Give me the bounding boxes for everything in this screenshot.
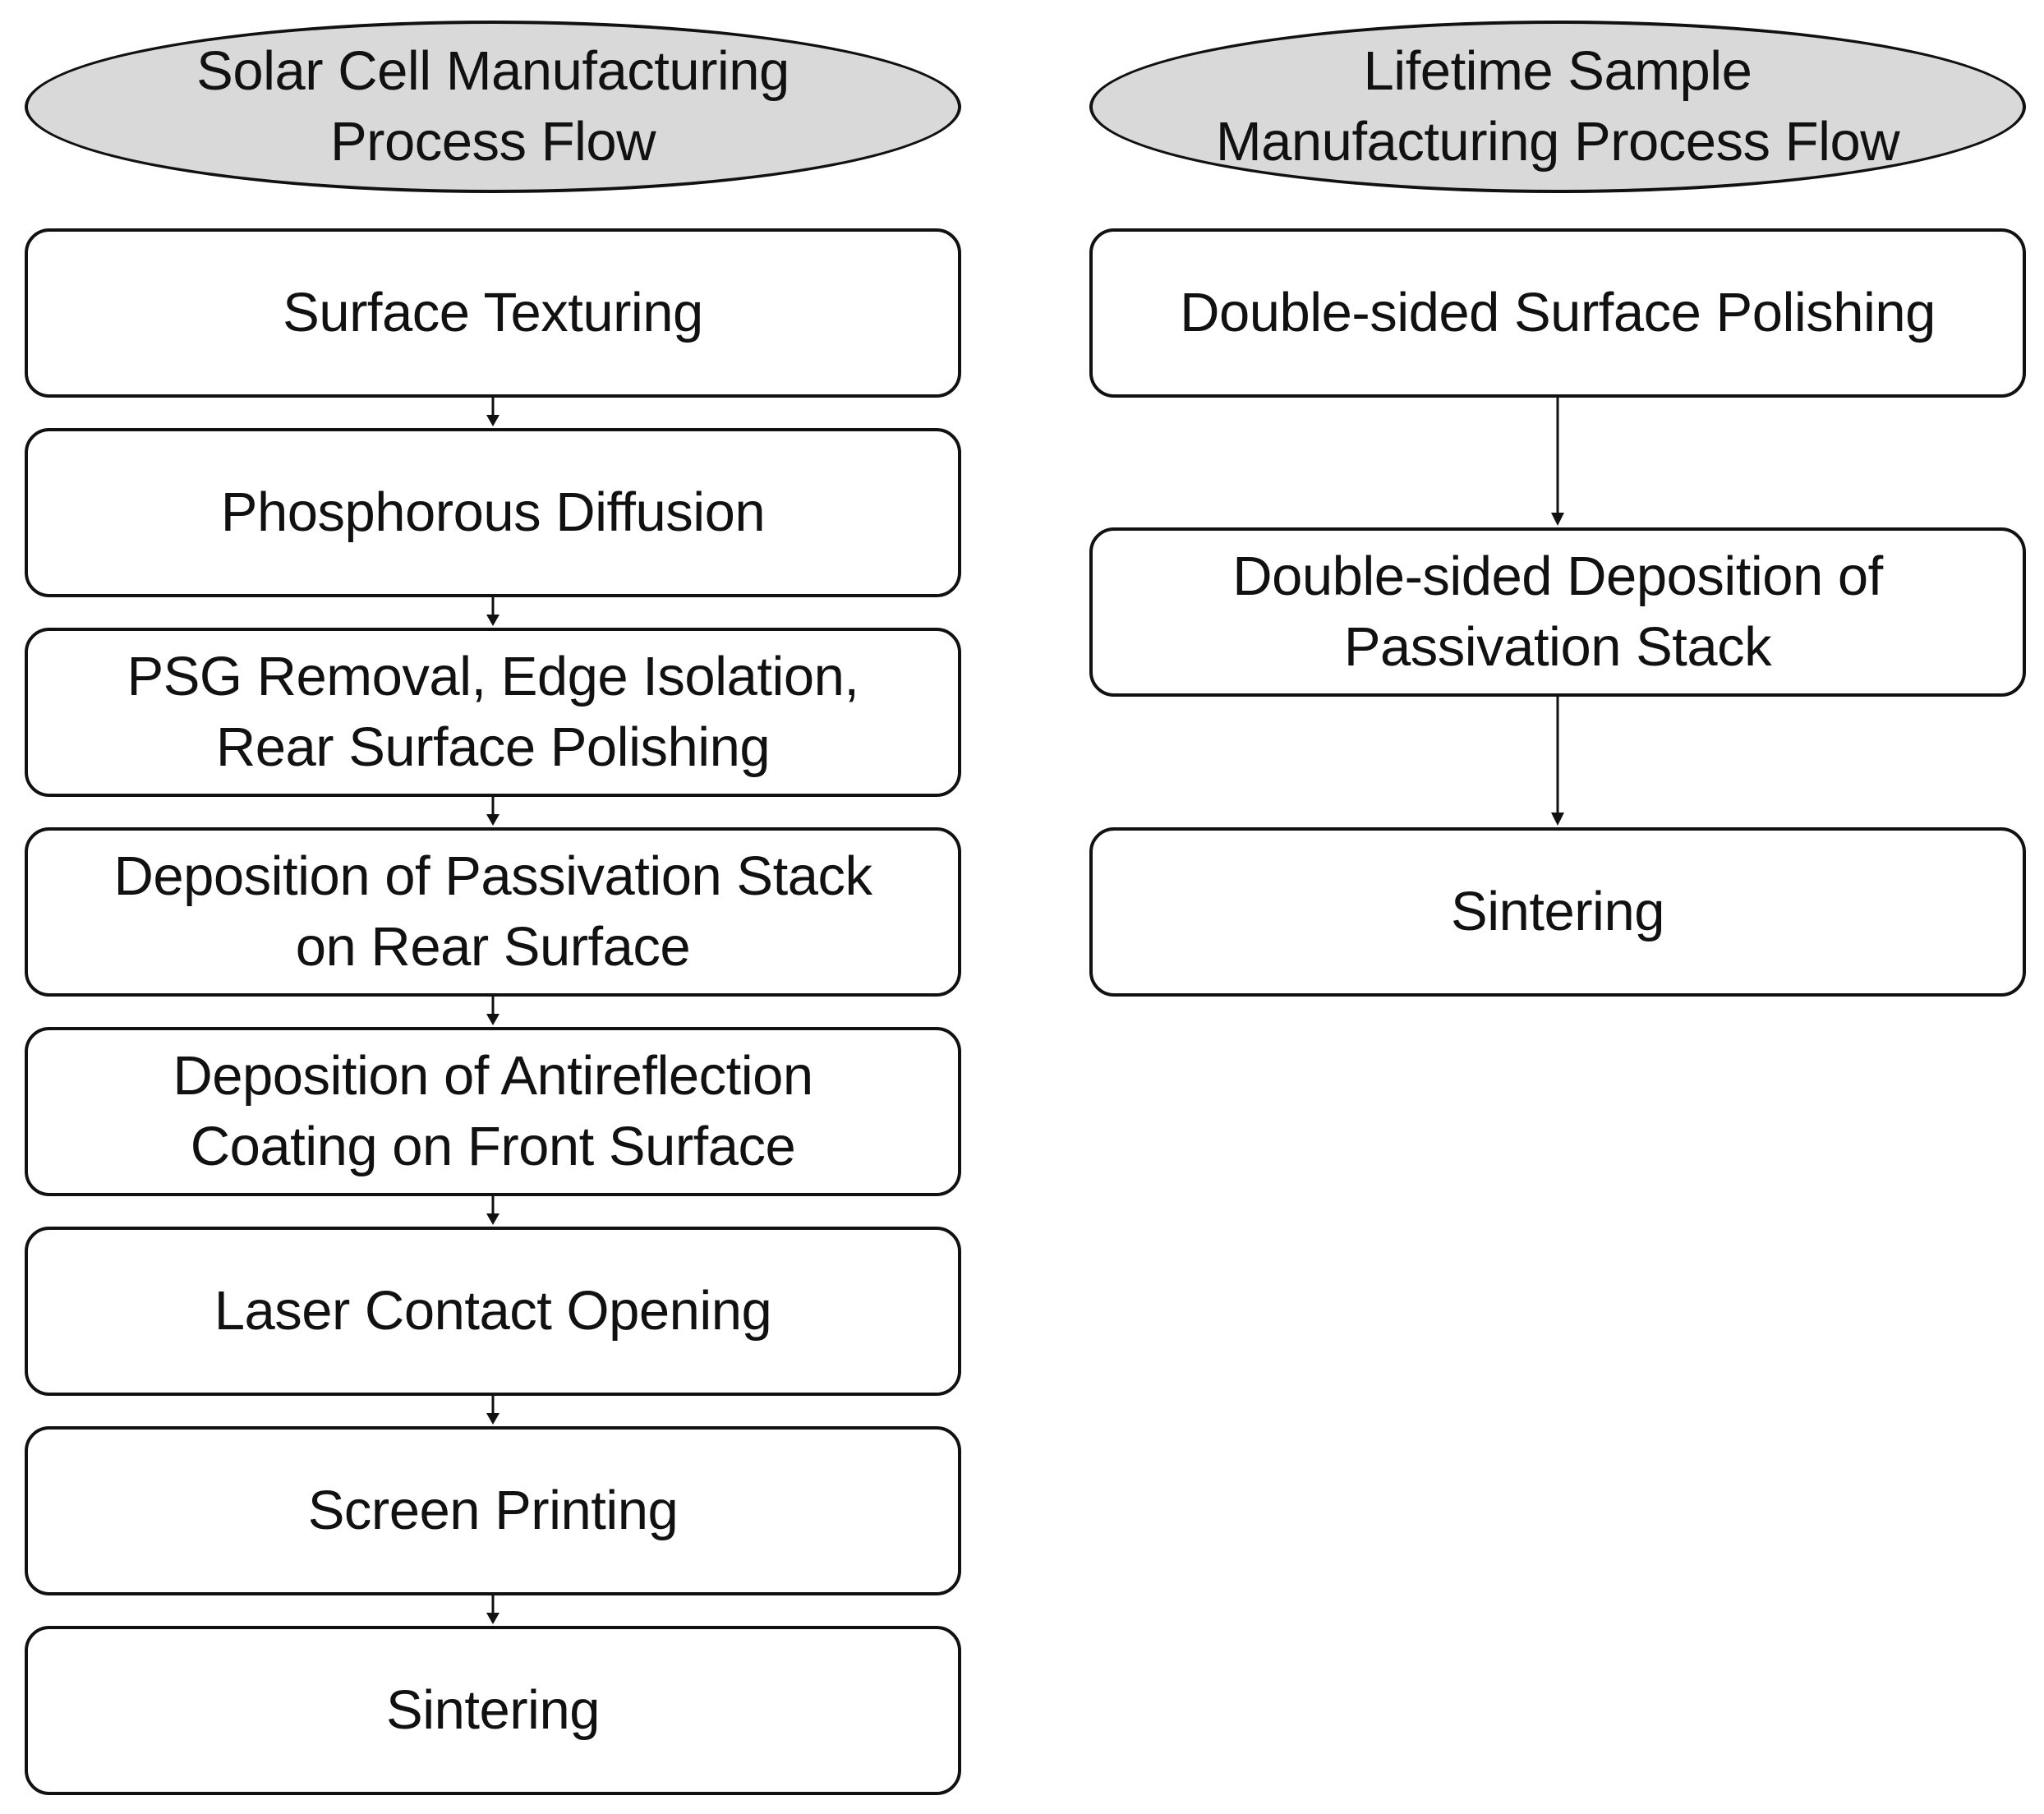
flow-header: Solar Cell Manufacturing Process Flow — [25, 21, 961, 193]
process-step: Phosphorous Diffusion — [25, 428, 961, 597]
process-step: Double-sided Surface Polishing — [1089, 228, 2026, 398]
flow-arrows — [1551, 398, 1564, 826]
process-step: Screen Printing — [25, 1426, 961, 1595]
process-step: Laser Contact Opening — [25, 1227, 961, 1396]
arrowhead — [486, 1413, 499, 1425]
step-label: Deposition of Antireflection Coating on … — [173, 1045, 813, 1177]
process-step: Double-sided Deposition of Passivation S… — [1089, 527, 2026, 697]
process-step: Sintering — [1089, 827, 2026, 997]
step-label: PSG Removal, Edge Isolation, Rear Surfac… — [127, 646, 859, 778]
arrowhead — [486, 1213, 499, 1225]
arrowhead — [486, 615, 499, 626]
step-label: Deposition of Passivation Stack on Rear … — [113, 845, 873, 978]
process-step: PSG Removal, Edge Isolation, Rear Surfac… — [25, 628, 961, 797]
lifetime-sample-process-flow: Lifetime Sample Manufacturing Process Fl… — [1089, 0, 2026, 1814]
arrowhead — [1551, 813, 1564, 826]
process-step: Sintering — [25, 1626, 961, 1795]
arrowhead — [1551, 513, 1564, 526]
step-label: Sintering — [386, 1679, 600, 1741]
flow-arrows — [486, 398, 499, 1624]
arrowhead — [486, 1014, 499, 1025]
step-label: Double-sided Surface Polishing — [1180, 282, 1936, 343]
flow-title: Lifetime Sample Manufacturing Process Fl… — [1215, 40, 1900, 173]
step-label: Surface Texturing — [283, 282, 703, 343]
flow-title: Solar Cell Manufacturing Process Flow — [196, 40, 790, 173]
arrowhead — [486, 1613, 499, 1624]
step-label: Double-sided Deposition of Passivation S… — [1232, 546, 1883, 678]
solar-cell-process-flow: Solar Cell Manufacturing Process Flow Su… — [25, 0, 961, 1814]
step-label: Laser Contact Opening — [214, 1280, 772, 1342]
arrowhead — [486, 814, 499, 826]
flow-header: Lifetime Sample Manufacturing Process Fl… — [1089, 21, 2026, 193]
step-label: Phosphorous Diffusion — [220, 481, 766, 543]
process-step: Deposition of Antireflection Coating on … — [25, 1027, 961, 1196]
arrowhead — [486, 415, 499, 426]
step-label: Screen Printing — [307, 1480, 679, 1541]
process-step: Surface Texturing — [25, 228, 961, 398]
step-label: Sintering — [1451, 881, 1664, 942]
process-step: Deposition of Passivation Stack on Rear … — [25, 827, 961, 997]
